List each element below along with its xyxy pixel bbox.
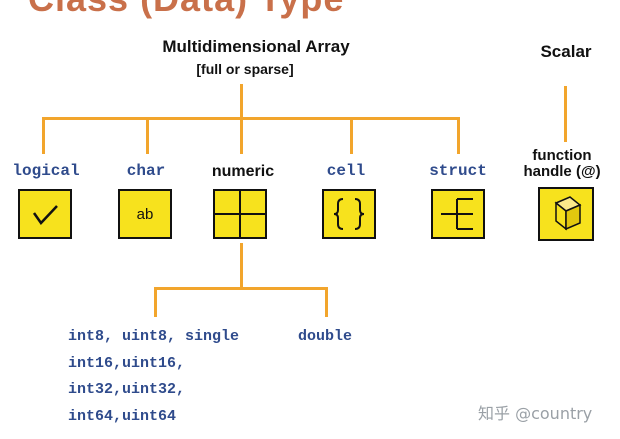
function-handle-label-line1: function bbox=[532, 147, 592, 164]
type-label-cell: cell bbox=[326, 162, 366, 180]
array-subheading: [full or sparse] bbox=[196, 61, 294, 77]
function-handle-box bbox=[538, 187, 594, 241]
numeric-subtypes-row4: int64,uint64 bbox=[68, 408, 177, 425]
watermark: 知乎 @country bbox=[478, 404, 593, 423]
char-box: ab bbox=[118, 189, 172, 239]
tree-icon bbox=[441, 198, 473, 230]
array-heading: Multidimensional Array bbox=[162, 37, 350, 56]
checkmark-icon bbox=[32, 205, 58, 225]
scalar-heading: Scalar bbox=[540, 42, 592, 61]
type-label-logical: logical bbox=[12, 162, 80, 180]
numeric-subtype-double: double bbox=[298, 328, 353, 345]
type-label-char: char bbox=[126, 162, 166, 180]
page-title: Class (Data) Type bbox=[28, 0, 344, 20]
type-label-struct: struct bbox=[429, 162, 487, 180]
function-handle-label: function handle (@) bbox=[514, 148, 610, 180]
struct-box bbox=[431, 189, 485, 239]
numeric-subtypes-row2: int16,uint16, bbox=[68, 355, 186, 372]
ab-text-icon: ab bbox=[120, 191, 170, 237]
numeric-subtypes-row3: int32,uint32, bbox=[68, 381, 186, 398]
function-handle-label-line2: handle (@) bbox=[523, 163, 601, 180]
ab-text: ab bbox=[136, 205, 154, 223]
grid-icon bbox=[215, 191, 265, 237]
type-label-numeric: numeric bbox=[211, 163, 275, 180]
logical-box bbox=[18, 189, 72, 239]
numeric-box bbox=[213, 189, 267, 239]
cell-box bbox=[322, 189, 376, 239]
braces-icon bbox=[333, 198, 365, 230]
cube-icon bbox=[554, 196, 582, 231]
numeric-subtypes-row1: int8, uint8, single bbox=[68, 328, 240, 345]
